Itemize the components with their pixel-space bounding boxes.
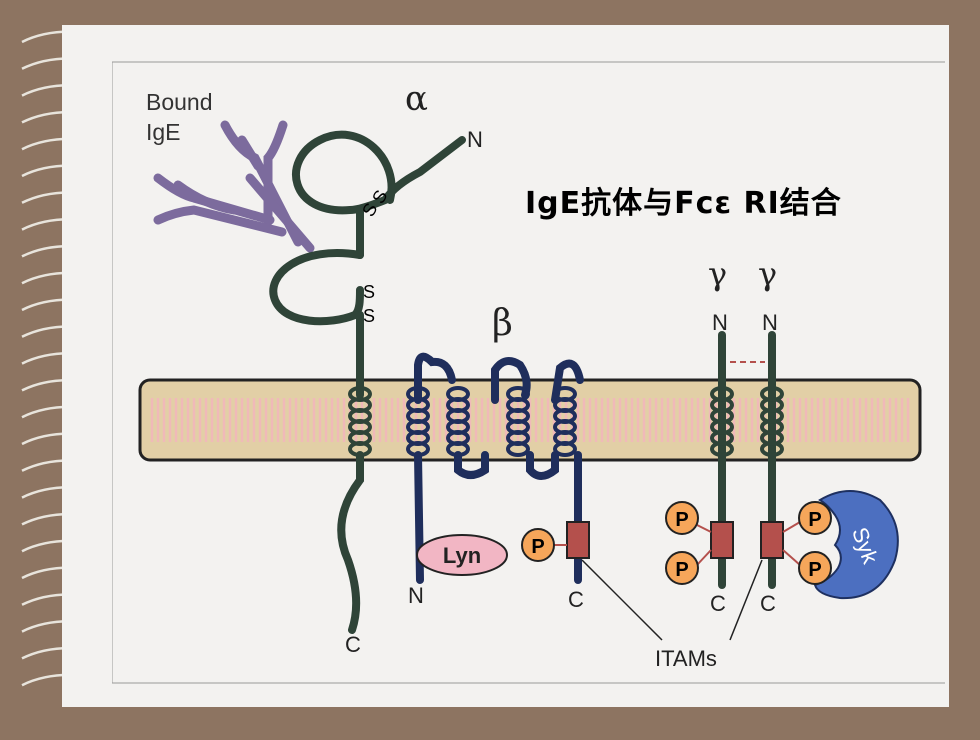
alpha-membrane-coil: [348, 386, 372, 457]
lyn-kinase: [416, 534, 508, 576]
cell-membrane: [138, 378, 922, 462]
slide-canvas: [62, 25, 949, 707]
svg-text:P: P: [808, 509, 821, 531]
phospho-connectors: [553, 521, 801, 566]
phosphate-gamma2-top: P: [798, 501, 832, 535]
itam-beta: [566, 521, 590, 559]
disulfide-s-2b: S: [363, 306, 375, 326]
membrane-lipid-stripes: [150, 398, 910, 442]
alpha-c-terminus: C: [345, 632, 361, 657]
beta-c-terminus: C: [568, 587, 584, 612]
alpha-n-terminus: N: [467, 127, 483, 152]
svg-text:P: P: [808, 559, 821, 581]
beta-n-terminus: N: [408, 583, 424, 608]
itams-label: ITAMs: [655, 646, 717, 671]
phosphate-gamma1-bottom: P: [665, 551, 699, 585]
gamma-2-c-terminus: C: [760, 591, 776, 616]
phosphate-gamma1-top: P: [665, 501, 699, 535]
svg-text:P: P: [675, 559, 688, 581]
beta-membrane-coils: [406, 386, 577, 457]
alpha-label: α: [405, 79, 428, 119]
gamma-2-n-terminus: N: [762, 310, 778, 335]
phosphate-gamma2-bottom: P: [798, 551, 832, 585]
itams-pointer-lines: [581, 559, 763, 641]
gamma-2-label: γ: [758, 255, 777, 293]
svg-text:P: P: [675, 509, 688, 531]
syk-kinase: [813, 490, 899, 600]
itam-gamma-1: [710, 521, 734, 559]
bound-ige-label-line1: Bound: [146, 89, 213, 115]
alpha-chain: [269, 130, 466, 634]
gamma-membrane-coils: [710, 386, 784, 457]
gamma-1-c-terminus: C: [710, 591, 726, 616]
fc-epsilon-ri-diagram: Syk Lyn P P P P P S S S S Bound IgE α N …: [112, 61, 945, 684]
gamma-1-n-terminus: N: [712, 310, 728, 335]
svg-text:P: P: [531, 536, 544, 558]
phosphate-beta: P: [521, 528, 555, 562]
itam-gamma-2: [760, 521, 784, 559]
disulfide-s-2a: S: [363, 282, 375, 302]
bound-ige-antibody: [153, 120, 315, 253]
beta-label: β: [492, 303, 513, 344]
lyn-label: Lyn: [443, 543, 481, 568]
gamma-1-label: γ: [708, 255, 727, 293]
beta-chain: [414, 352, 584, 584]
bound-ige-label-line2: IgE: [146, 119, 181, 145]
slide-title: IgE抗体与Fcε RⅠ结合: [525, 186, 842, 221]
